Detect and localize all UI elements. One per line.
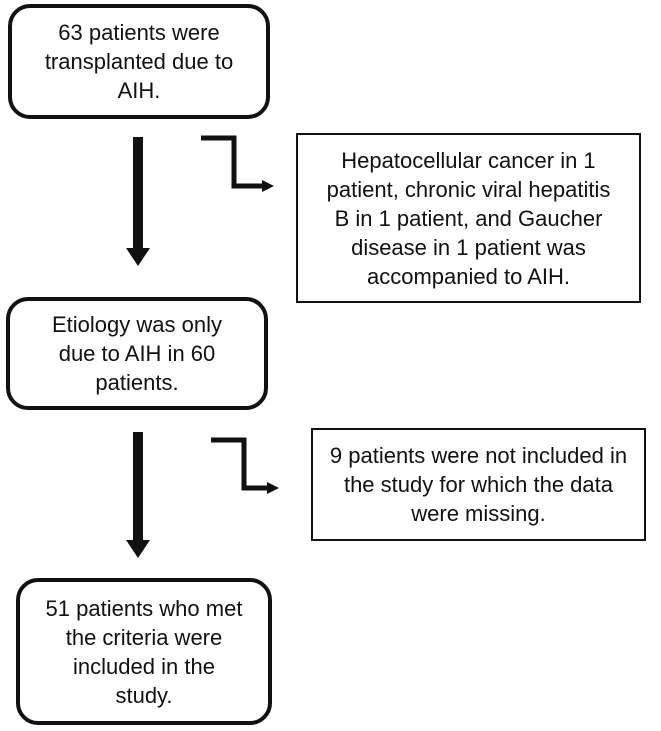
step-text-etiology: Etiology was only due to AIH in 60 patie… <box>52 312 222 395</box>
exclusion-text-missing-data: 9 patients were not included in the stud… <box>329 443 628 526</box>
step-box-etiology: Etiology was only due to AIH in 60 patie… <box>6 297 268 410</box>
down-arrow-2 <box>126 432 150 558</box>
down-arrow-1 <box>126 137 150 266</box>
elbow-arrow-2 <box>211 437 279 494</box>
step-text-included: 51 patients who met the criteria were in… <box>45 595 243 708</box>
step-text-transplanted: 63 patients were transplanted due to AIH… <box>44 20 234 103</box>
exclusion-box-missing-data: 9 patients were not included in the stud… <box>311 428 646 541</box>
exclusion-text-comorbidities: Hepatocellular cancer in 1 patient, chro… <box>326 147 611 289</box>
elbow-arrow-1 <box>201 135 274 192</box>
step-box-transplanted: 63 patients were transplanted due to AIH… <box>8 4 270 119</box>
exclusion-box-comorbidities: Hepatocellular cancer in 1 patient, chro… <box>296 133 641 303</box>
step-box-included: 51 patients who met the criteria were in… <box>16 578 272 725</box>
